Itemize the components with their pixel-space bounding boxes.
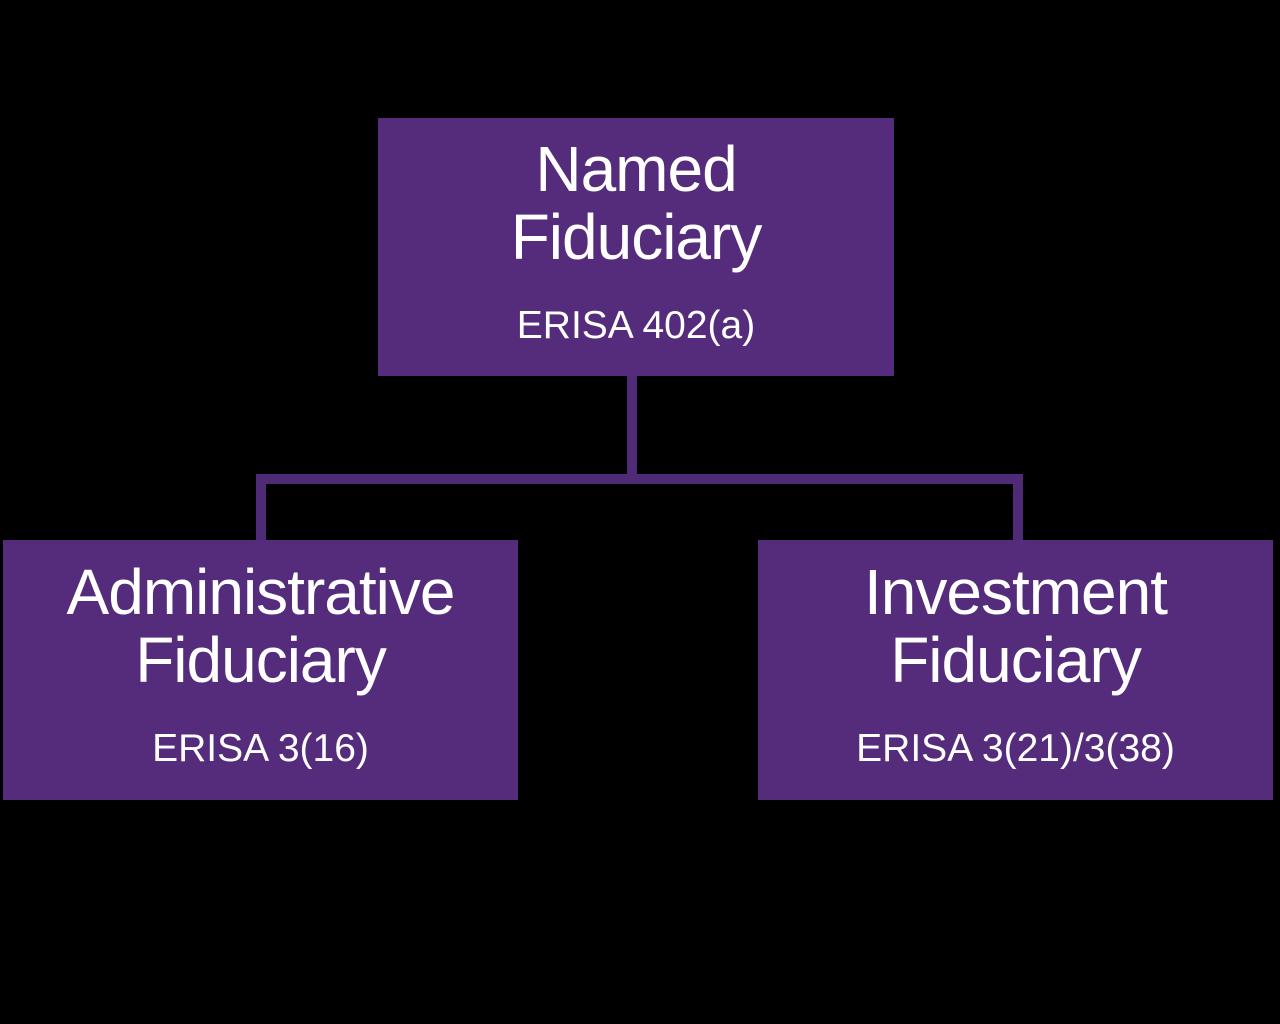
connector-root-stem bbox=[627, 376, 637, 478]
node-title: Administrative Fiduciary bbox=[66, 556, 456, 696]
node-subtitle: ERISA 3(21)/3(38) bbox=[856, 727, 1175, 770]
node-title-line1: Named bbox=[535, 133, 737, 205]
node-investment-fiduciary: Investment Fiduciary ERISA 3(21)/3(38) bbox=[758, 540, 1273, 800]
connector-left-drop bbox=[256, 474, 266, 540]
node-title-line2: Fiduciary bbox=[890, 624, 1142, 696]
node-title-line2: Fiduciary bbox=[510, 201, 763, 273]
node-title-line1: Administrative bbox=[66, 556, 456, 628]
node-title-line1: Investment bbox=[863, 556, 1168, 628]
node-named-fiduciary: Named Fiduciary ERISA 402(a) bbox=[378, 118, 894, 376]
node-title: Named Fiduciary bbox=[510, 133, 763, 273]
connector-right-drop bbox=[1013, 474, 1023, 540]
connector-branch-bar bbox=[256, 474, 1023, 484]
node-subtitle: ERISA 3(16) bbox=[152, 727, 369, 770]
node-subtitle: ERISA 402(a) bbox=[516, 304, 756, 347]
node-title: Investment Fiduciary bbox=[863, 556, 1168, 696]
node-administrative-fiduciary: Administrative Fiduciary ERISA 3(16) bbox=[3, 540, 518, 800]
node-title-line2: Fiduciary bbox=[135, 624, 387, 696]
